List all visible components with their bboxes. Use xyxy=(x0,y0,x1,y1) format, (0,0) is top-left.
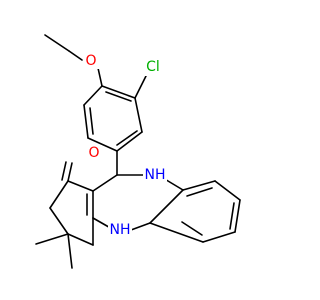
oxygen-ketone-label: O xyxy=(88,145,99,161)
bond-benzo-d xyxy=(234,199,241,233)
bond-ring1-a xyxy=(101,85,136,99)
bond-benzo-d-inner xyxy=(229,202,235,230)
bond-benzo-e xyxy=(202,231,236,243)
nh-bottom-label: NH xyxy=(110,222,131,238)
bond-ring1-c-inner xyxy=(116,130,138,146)
bond-benzo-b xyxy=(182,180,216,191)
atom-labels: O Cl O NH NH xyxy=(83,53,167,239)
bond-ring1-d xyxy=(87,137,118,152)
bond-ring1-a-inner xyxy=(105,91,132,102)
cyclohexenone-ring xyxy=(35,161,118,269)
molecule-structure-drawing: O Cl O NH NH xyxy=(35,34,241,269)
bond-benzo-f xyxy=(149,222,204,243)
oxygen-ether-label: O xyxy=(85,53,96,69)
bond-c1-o xyxy=(67,162,73,182)
bond-c11-c11a xyxy=(92,174,118,192)
bond-c2-c3 xyxy=(49,207,69,235)
bond-ethyl-ch2-o xyxy=(68,50,83,61)
bond-benzo-a xyxy=(149,189,184,224)
bond-ring1-f xyxy=(83,85,103,106)
bond-ring1-c xyxy=(116,131,143,152)
bond-n5-c5a xyxy=(130,222,151,231)
bond-c1-o-second xyxy=(61,161,67,181)
bond-aryl-cl xyxy=(134,75,147,99)
bond-c3-c4 xyxy=(67,233,94,246)
bond-c11a-c1 xyxy=(67,180,94,192)
bond-benzo-b-inner xyxy=(186,187,213,197)
bond-c3-methyl-a xyxy=(35,233,69,245)
bond-benzo-f-inner xyxy=(181,221,203,236)
bond-c3-methyl-b xyxy=(67,233,73,269)
chlorine-label: Cl xyxy=(146,59,160,75)
bond-o-aryl xyxy=(97,67,103,87)
benzo-ring xyxy=(149,180,241,243)
bond-benzo-c xyxy=(214,180,241,201)
nh-top-label: NH xyxy=(145,167,166,183)
bond-ethyl-ch3-ch2 xyxy=(44,34,70,52)
bond-ring1-b xyxy=(134,97,143,133)
ethyl-group xyxy=(44,34,103,87)
bond-ring1-e-inner xyxy=(89,107,94,135)
bond-c1-c2 xyxy=(49,180,69,209)
chlorophenyl-ring xyxy=(83,75,147,152)
bond-ring1-e xyxy=(83,104,89,139)
